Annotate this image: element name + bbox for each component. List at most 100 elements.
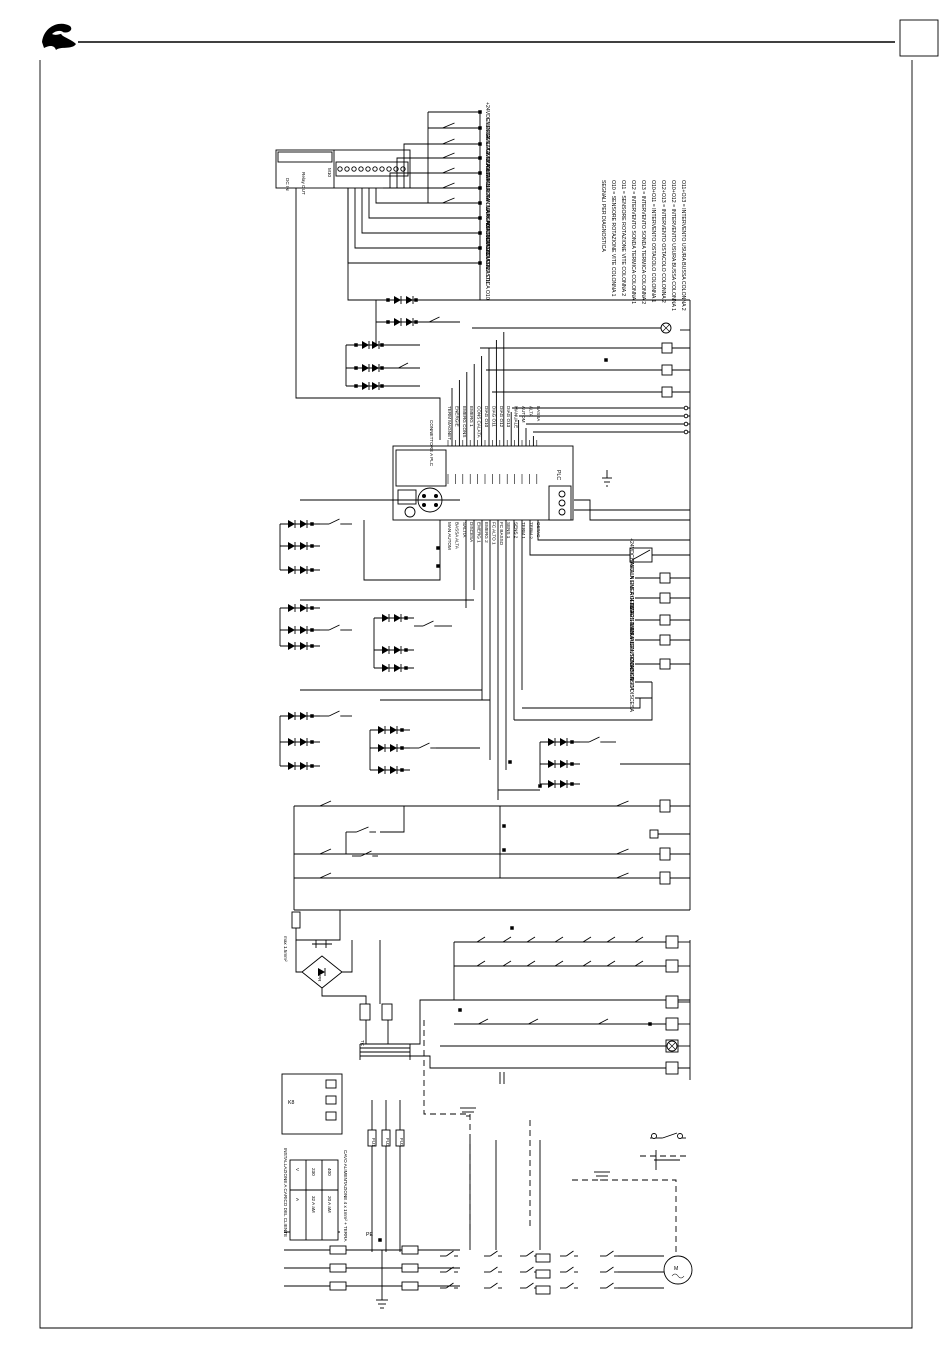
plc-top-pin: DIAG O13 <box>506 406 511 428</box>
mid-output-label: CONSENSO SALITA <box>628 642 634 691</box>
terminal <box>310 644 314 648</box>
terminal <box>400 746 404 750</box>
wire <box>410 1055 690 1069</box>
diode-symbol <box>390 726 397 734</box>
terminal <box>414 298 418 302</box>
output-label: DIAGNOSTICA O12 <box>484 223 490 270</box>
relay-coil <box>535 1269 551 1279</box>
terminal <box>354 343 358 347</box>
table-cell: 400 <box>327 1168 332 1176</box>
diode-symbol <box>406 318 413 326</box>
diode-symbol <box>382 646 389 654</box>
switch-contact <box>606 960 616 967</box>
output-terminal <box>478 246 482 250</box>
table-header-v: V <box>295 1168 300 1172</box>
switch-contact <box>588 736 600 743</box>
switch-contact <box>582 960 592 967</box>
k8-breaker: K8 <box>281 1073 343 1135</box>
plc-bottom-pin: EMERG 1 <box>477 522 482 543</box>
switch-contact <box>319 872 332 879</box>
diode-symbol <box>548 780 555 788</box>
breaker-label: K8 <box>288 1100 294 1106</box>
terminal <box>570 762 574 766</box>
output-switch <box>442 167 455 174</box>
module-screw-terminal <box>393 166 399 172</box>
switch-contact <box>554 936 564 943</box>
plc-bottom-pin: MAN AUTOM <box>447 522 452 550</box>
terminal <box>538 784 542 788</box>
module-screw-terminal <box>400 166 406 172</box>
diode-symbol <box>362 341 369 349</box>
customer-install-table: INSTALLAZIONE A CARICO DEL CLIENTE V A 2… <box>283 1148 348 1242</box>
diode-symbol <box>548 738 555 746</box>
switch-contact <box>418 742 430 749</box>
wire <box>410 999 690 1045</box>
diode-symbol <box>288 542 295 550</box>
switch-contact <box>616 848 629 855</box>
cable-note: CAVO ALIMENTAZIONE 4 x 1mm² + TERRA <box>343 1150 348 1242</box>
module-relay-label: Relay OUT <box>301 172 306 195</box>
terminal <box>400 728 404 732</box>
lamp-cross <box>662 324 670 332</box>
output-label: TAVOLA BASSA <box>484 163 490 202</box>
wire <box>396 157 428 188</box>
terminal <box>310 764 314 768</box>
wire <box>403 143 428 188</box>
diode-symbol <box>288 738 295 746</box>
switch-contact <box>566 1250 574 1257</box>
switch-contact <box>526 960 536 967</box>
output-terminal <box>478 201 482 205</box>
relay-coil <box>665 1061 679 1075</box>
terminal <box>400 768 404 772</box>
module-wires <box>295 143 481 440</box>
switch-contact <box>566 1266 574 1273</box>
transformer-label: TC <box>360 1040 365 1047</box>
switch-contact <box>634 960 644 967</box>
plc-bottom-pin: SENS 2 <box>514 522 519 539</box>
output-label: DIAGNOSTICA O13 <box>484 208 490 255</box>
relay-coil <box>661 342 673 354</box>
fuse-label: FU1 <box>371 1138 376 1147</box>
relay-coil <box>535 1253 551 1263</box>
wire <box>295 910 341 941</box>
switch-contact <box>478 1018 489 1025</box>
fuse-label: FU3 <box>399 1138 404 1147</box>
switch-contact <box>528 1018 539 1025</box>
plc-top-pin: EMERG 1 <box>469 406 474 427</box>
plc-top-pin: DIAG O10 <box>484 406 489 428</box>
switch-contact <box>606 1250 614 1257</box>
module-screw-terminal <box>372 166 378 172</box>
switch-contact <box>526 1250 534 1257</box>
switch-contact <box>662 1132 678 1139</box>
switch-contact <box>616 800 629 807</box>
switch-contact <box>490 1266 498 1273</box>
switch-contact <box>606 1266 614 1273</box>
plc-bottom-pin: SALITA <box>462 522 467 538</box>
wire-junction <box>683 413 689 419</box>
output-switch <box>442 138 455 145</box>
terminal <box>310 714 314 718</box>
rectifier-diode <box>318 968 325 976</box>
terminal <box>380 384 384 388</box>
diode-clusters-mid <box>279 499 690 791</box>
terminal <box>310 740 314 744</box>
diode-symbol <box>390 766 397 774</box>
output-label: EMERGENZA 2 TAVOLA <box>484 118 490 176</box>
terminal <box>310 606 314 610</box>
pe-label: PE <box>366 1232 373 1238</box>
relay-coil <box>401 1281 419 1291</box>
switch-contact <box>328 624 340 631</box>
diode-symbol <box>560 760 567 768</box>
emergency-note: max 1.5mm² <box>283 936 288 962</box>
switch-contact <box>566 1282 574 1289</box>
terminal <box>404 666 408 670</box>
mid-output-label: +24VDC TAVOLA <box>628 538 634 579</box>
diode-symbol <box>378 726 385 734</box>
terminal <box>310 568 314 572</box>
diode-symbol <box>288 762 295 770</box>
diode-symbol <box>288 566 295 574</box>
terminal <box>310 522 314 526</box>
diagnostic-signals-block: SEGNALI PER DIAGNOSTICA O10 = SENSORE RO… <box>600 180 686 311</box>
